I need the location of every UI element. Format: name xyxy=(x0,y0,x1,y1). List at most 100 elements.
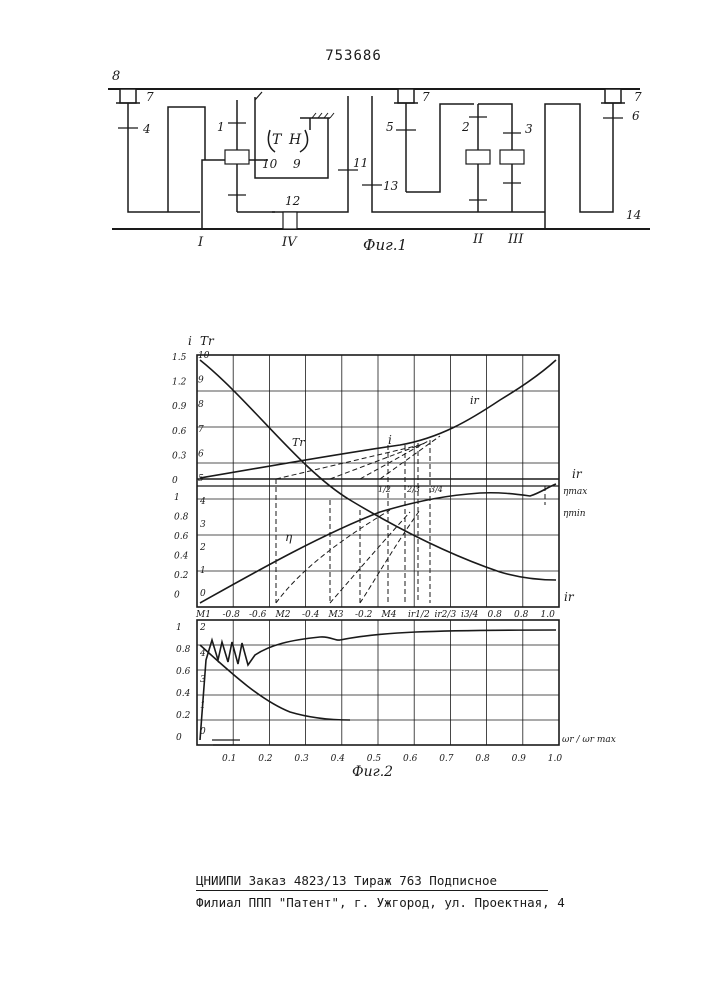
tick-label-x: i3/4 xyxy=(461,610,479,620)
shaft-label-III: III xyxy=(507,232,524,247)
label-13: 13 xyxy=(383,179,399,193)
fig2-caption: Фиг.2 xyxy=(352,764,393,780)
tick-label-tr: 10 xyxy=(198,351,210,361)
tick-label-x: 1.0 xyxy=(541,610,556,620)
label-T: T xyxy=(272,132,283,148)
tick-label-lower-x: 0.5 xyxy=(367,754,382,764)
tick-label-i: 1.2 xyxy=(172,378,187,388)
footer-imprint: ЦНИИПИ Заказ 4823/13 Тираж 763 Подписное xyxy=(196,873,497,888)
tick-label-lower-num: 1 xyxy=(200,701,206,711)
fig2-lower-chart: 10.80.60.40.2024310 0.10.20.30.40.50.60.… xyxy=(176,620,616,780)
tick-label-x: -0.4 xyxy=(302,610,320,620)
label-5: 5 xyxy=(386,120,394,134)
tick-label-lower-x: 0.3 xyxy=(294,754,309,764)
tick-label-lower-num: 2 xyxy=(199,623,206,633)
tick-label-i: 0 xyxy=(172,476,178,486)
tick-label-lower-num: 4 xyxy=(199,649,206,659)
tick-label-x: -0.6 xyxy=(249,610,267,620)
tick-label-x: M4 xyxy=(381,610,397,620)
curve-label-ir: ir xyxy=(470,394,480,407)
label-12: 12 xyxy=(285,194,300,208)
tick-label-x: ir2/3 xyxy=(435,610,457,620)
curve-label-eta: η xyxy=(285,530,293,544)
brake-7-middle xyxy=(398,89,414,103)
tick-label-lower-x: 0.7 xyxy=(439,754,454,764)
tick-label-eta: 0.4 xyxy=(174,552,189,562)
tick-label-eta: 0.2 xyxy=(174,571,189,581)
label-7-left: 7 xyxy=(146,90,154,104)
dashed-construction-lines xyxy=(276,436,545,603)
label-10: 10 xyxy=(262,157,278,171)
label-7-middle: 7 xyxy=(422,90,430,104)
tick-label-eta: 0.6 xyxy=(174,532,189,542)
label-14: 14 xyxy=(626,208,641,222)
shaft-label-I: I xyxy=(197,235,204,250)
shaft-label-IV: IV xyxy=(281,235,298,250)
tick-label-num: 1 xyxy=(200,566,206,576)
tick-label-i: 0.3 xyxy=(172,451,187,461)
label-8: 8 xyxy=(112,69,120,84)
curve-label-i: i xyxy=(388,433,392,447)
tick-label-tr: 8 xyxy=(198,400,204,410)
footer-divider xyxy=(196,890,548,891)
fig2-upper-chart: i Tr ir ir 1.51.20.90.60.30109876510.80.… xyxy=(172,334,587,620)
label-6: 6 xyxy=(632,109,640,123)
tick-label-lower-x: 0.1 xyxy=(222,754,236,764)
fig1-caption: Фиг.1 xyxy=(363,236,407,254)
tick-label-x: 0.8 xyxy=(514,610,529,620)
label-3: 3 xyxy=(525,122,533,136)
tick-label-num: 4 xyxy=(199,497,206,507)
tick-label-lower-eta: 1 xyxy=(176,623,182,633)
tick-label-lower-eta: 0.8 xyxy=(176,645,191,655)
tick-label-lower-x: 0.4 xyxy=(331,754,346,764)
curve-lower-decay xyxy=(200,645,350,720)
tick-label-i: 0.9 xyxy=(172,402,187,412)
tick-label-lower-eta: 0 xyxy=(176,733,182,743)
tick-label-i: 0.6 xyxy=(172,427,187,437)
label-2: 2 xyxy=(461,120,470,134)
tick-label-num: 0 xyxy=(200,589,206,599)
tick-label-lower-x: 1.0 xyxy=(548,754,563,764)
label-eta-max: ηmax xyxy=(563,487,587,497)
tick-label-x: ir1/2 xyxy=(408,610,430,620)
ratio-label-1-2: 1/2 xyxy=(378,485,391,494)
tick-label-lower-eta: 0.6 xyxy=(176,667,191,677)
tick-label-lower-num: 0 xyxy=(200,727,206,737)
lower-x-title: ωr / ωr max xyxy=(562,735,616,745)
label-4: 4 xyxy=(142,122,151,136)
tick-label-x: -0.2 xyxy=(355,610,373,620)
ratio-label-3-4: 3/4 xyxy=(430,485,443,494)
axis-title-tr: Tr xyxy=(200,334,215,348)
tick-label-tr: 7 xyxy=(198,425,204,435)
tick-label-tr: 6 xyxy=(198,449,204,459)
brake-7-left xyxy=(120,89,136,103)
tick-label-num: 2 xyxy=(199,543,206,553)
tick-label-eta: 1 xyxy=(174,493,180,503)
tick-label-x: -0.8 xyxy=(223,610,241,620)
label-eta-min: ηmin xyxy=(563,509,586,519)
tick-label-x: M3 xyxy=(328,610,344,620)
tick-label-eta: 0.8 xyxy=(174,513,189,523)
axis-title-ir-right: ir xyxy=(572,467,583,481)
tick-label-lower-x: 0.2 xyxy=(258,754,273,764)
label-1: 1 xyxy=(217,120,225,134)
label-9: 9 xyxy=(293,157,301,171)
shaft-label-II: II xyxy=(472,232,484,247)
tick-label-lower-x: 0.8 xyxy=(475,754,490,764)
label-H: H xyxy=(288,132,302,148)
tick-label-x: 0.8 xyxy=(488,610,503,620)
axis-title-i: i xyxy=(188,334,192,348)
tick-label-lower-x: 0.6 xyxy=(403,754,418,764)
tick-label-num: 3 xyxy=(200,520,206,530)
tick-label-eta: 0 xyxy=(174,591,180,601)
curve-label-tr: Tr xyxy=(292,436,305,449)
label-11: 11 xyxy=(353,156,368,170)
fig1-scheme: 8 7 7 7 4 1 5 2 3 6 10 9 11 12 13 14 T H… xyxy=(108,69,650,254)
brake-7-right xyxy=(605,89,621,103)
label-7-right: 7 xyxy=(634,90,642,104)
tick-label-lower-num: 3 xyxy=(200,675,206,685)
tick-label-i: 1.5 xyxy=(172,353,187,363)
tick-label-x: M2 xyxy=(275,610,291,620)
tick-label-x: M1 xyxy=(195,610,211,620)
